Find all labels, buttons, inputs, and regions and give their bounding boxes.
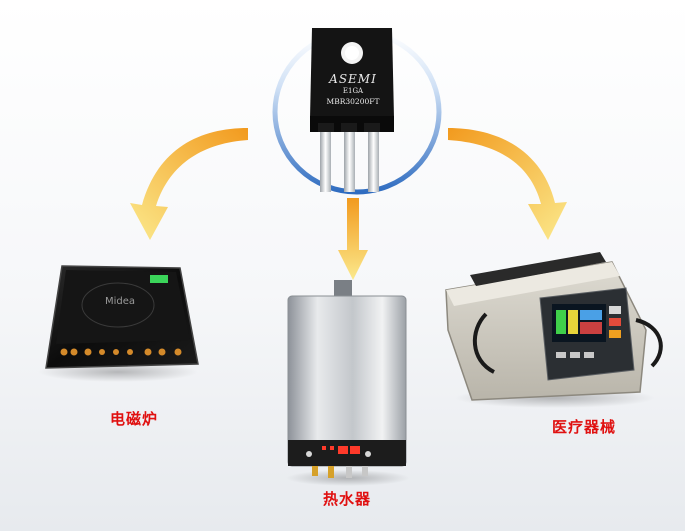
lead-middle: [344, 130, 355, 192]
lead-left: [320, 130, 331, 192]
package-body: [310, 28, 394, 118]
induction-cooktop: [38, 265, 199, 382]
cooktop-brand: Midea: [104, 296, 136, 307]
component-brand: ASEMI: [329, 72, 377, 86]
component-part-number: MBR30200FT: [326, 97, 380, 106]
arrow-down-icon: [338, 198, 368, 280]
water-heater: [286, 280, 410, 486]
arrow-left-icon: [130, 128, 248, 240]
lead-right: [368, 130, 379, 192]
label-medical-equipment: 医疗器械: [552, 418, 617, 436]
transistor-component: [310, 28, 394, 192]
heater-display: [322, 446, 360, 454]
component-marking: E1GA: [342, 87, 364, 95]
label-induction-cooker: 电磁炉: [110, 410, 159, 428]
label-water-heater: 热水器: [323, 490, 372, 508]
arrow-right-icon: [448, 128, 567, 240]
cooktop-display: [150, 275, 168, 283]
medical-device: [445, 252, 663, 408]
